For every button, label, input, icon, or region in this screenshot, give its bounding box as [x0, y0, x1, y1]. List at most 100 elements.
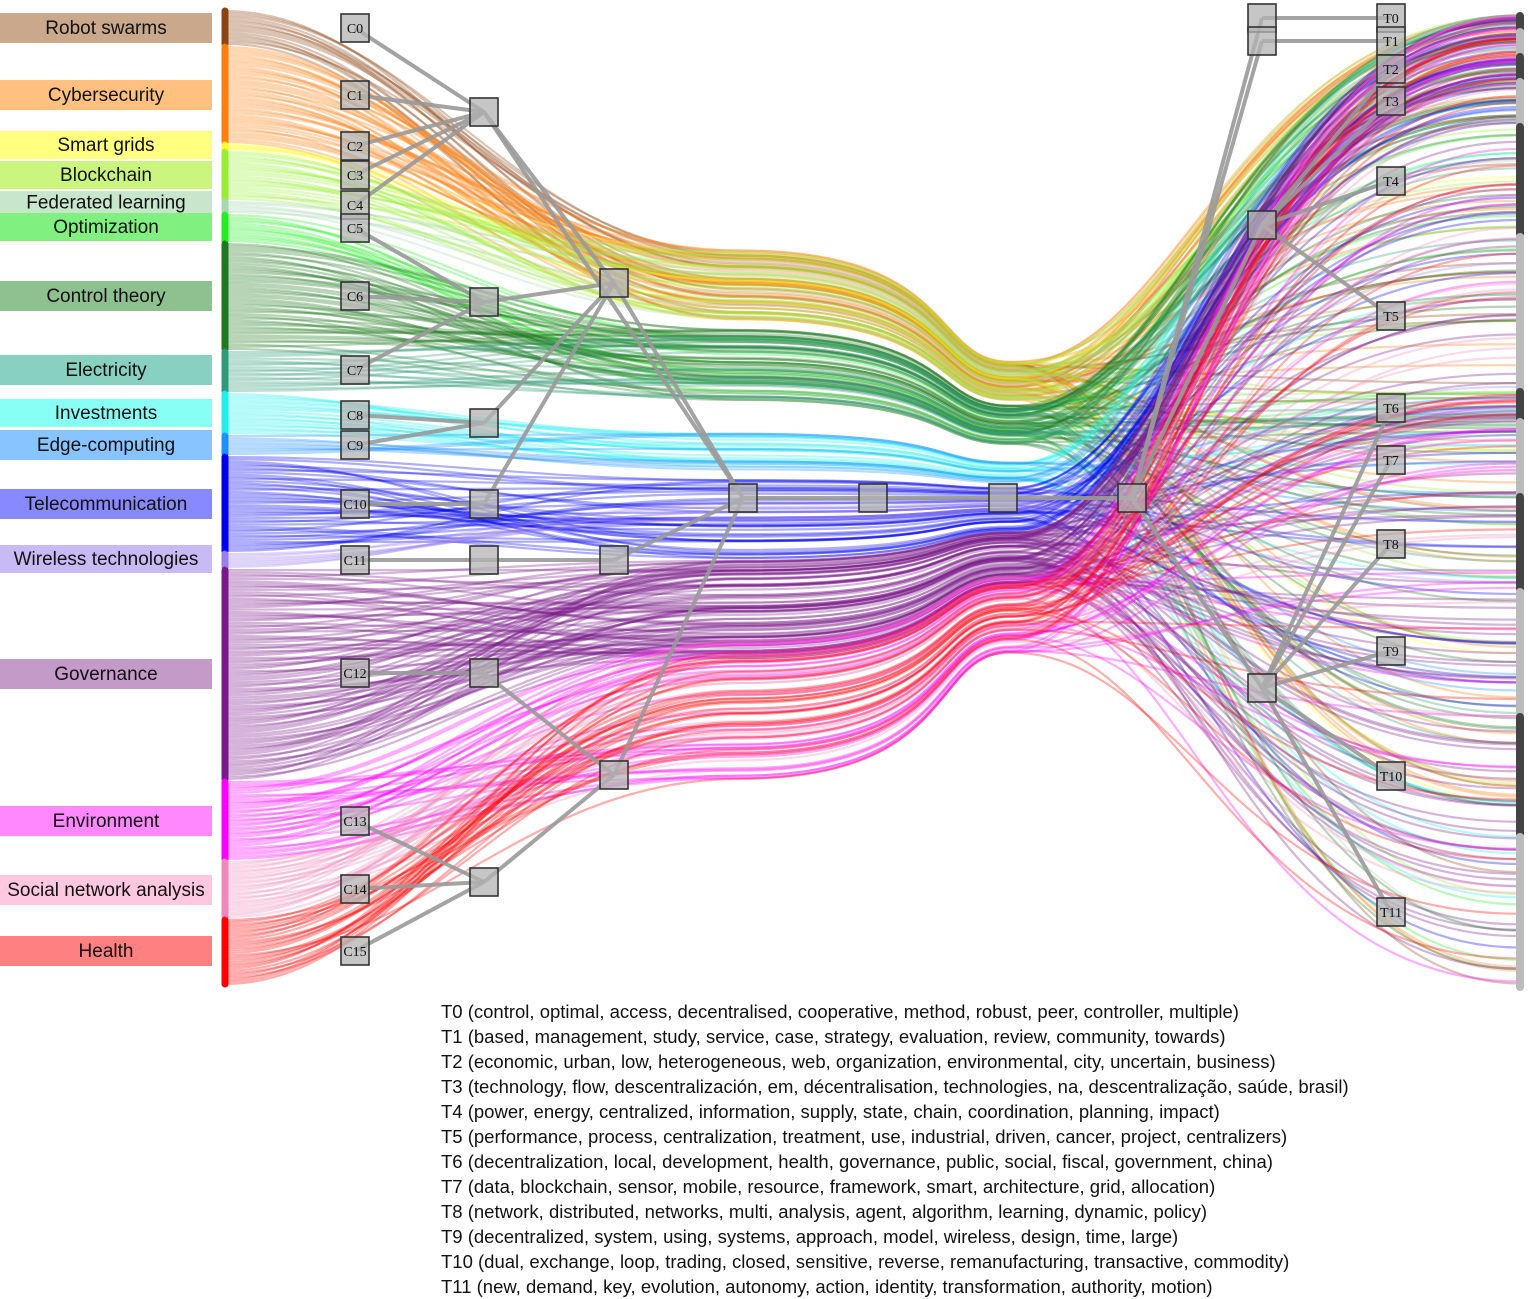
legend-item-t6: T6 (decentralization, local, development… — [441, 1151, 1273, 1172]
flow-line — [224, 462, 1521, 799]
flow-line — [224, 43, 1521, 841]
flow-line — [224, 140, 1521, 484]
flow-line — [224, 414, 1521, 652]
flow-line — [224, 26, 1521, 559]
flow-line — [224, 184, 1521, 401]
tree-edges — [353, 16, 1393, 953]
flow-line — [224, 72, 1521, 371]
flow-line — [224, 59, 1521, 389]
flow-line — [224, 41, 1521, 587]
flow-bundles — [224, 9, 1521, 985]
flow-line — [224, 280, 1521, 832]
category-label: Optimization — [53, 217, 159, 238]
topic-node-label: T5 — [1383, 310, 1399, 325]
topic-node-label: T2 — [1383, 63, 1399, 78]
flow-line — [224, 20, 1521, 418]
tree-edge — [612, 281, 745, 500]
flow-line — [224, 26, 1521, 556]
flow-line — [224, 46, 1521, 386]
category-label-box — [0, 161, 212, 189]
flow-line — [224, 70, 1521, 378]
tree-node — [469, 867, 499, 897]
flow-line — [224, 226, 1521, 899]
tree-edge — [482, 281, 616, 425]
flow-line — [224, 499, 1521, 548]
category-label-box — [0, 355, 212, 385]
flow-line — [224, 187, 1521, 765]
flow-line — [224, 42, 1521, 397]
flow-line — [224, 39, 1521, 387]
flow-line — [224, 445, 1521, 981]
tree-node — [469, 658, 499, 688]
flow-line — [224, 563, 1521, 739]
flow-line — [224, 366, 1521, 436]
flow-line — [224, 103, 1521, 372]
tree-edge — [354, 880, 485, 953]
flow-line — [224, 22, 1521, 622]
tree-edge — [354, 226, 485, 304]
tree-edge — [354, 421, 485, 447]
flow-line — [224, 65, 1521, 968]
flow-line — [224, 56, 1521, 854]
legend-item-t8: T8 (network, distributed, networks, mult… — [441, 1201, 1208, 1222]
tree-node — [599, 268, 629, 298]
flow-line — [224, 446, 1521, 692]
legend-item-t0: T0 (control, optimal, access, decentrali… — [441, 1001, 1239, 1022]
flow-line — [224, 72, 1521, 788]
category-node — [340, 160, 370, 190]
flow-line — [224, 16, 1521, 651]
flow-line — [224, 119, 1521, 910]
flow-line — [224, 433, 1521, 639]
category-node — [340, 80, 370, 110]
flow-line — [224, 73, 1521, 761]
flow-line — [224, 203, 1521, 659]
topic-node — [1376, 393, 1406, 423]
tree-node — [728, 483, 758, 513]
flow-line — [224, 429, 1521, 817]
flow-line — [224, 576, 1521, 875]
flow-line — [224, 586, 1521, 803]
flow-line — [224, 344, 1521, 416]
flow-line — [224, 571, 1521, 808]
flow-line — [224, 109, 1521, 367]
flow-line — [224, 428, 1521, 792]
flow-line — [224, 117, 1521, 609]
flow-line — [224, 337, 1521, 916]
flow-line — [224, 191, 1521, 896]
flow-line — [224, 193, 1521, 430]
flow-line — [224, 356, 1521, 892]
flow-line — [224, 38, 1521, 922]
flow-line — [224, 576, 1521, 897]
flow-line — [224, 460, 1521, 539]
category-node-label: C12 — [343, 667, 366, 682]
flow-line — [224, 330, 1521, 411]
flow-line — [224, 515, 1521, 662]
flow-line — [224, 193, 1521, 644]
topic-node-label: T8 — [1383, 538, 1399, 553]
flow-line — [224, 508, 1521, 645]
flow-line — [224, 393, 1521, 950]
flow-line — [224, 480, 1521, 596]
flow-line — [224, 468, 1521, 834]
flow-line — [224, 129, 1521, 796]
flow-line — [224, 237, 1521, 890]
tree-node — [1247, 673, 1277, 703]
flow-line — [224, 376, 1521, 434]
tree-edge — [354, 110, 485, 177]
category-node — [340, 545, 370, 575]
flow-line — [224, 31, 1521, 381]
flow-line — [224, 50, 1521, 968]
flow-line — [224, 357, 1521, 563]
category-label-box — [0, 131, 212, 159]
flow-line — [224, 87, 1521, 563]
flow-line — [224, 267, 1521, 499]
category-label-box — [0, 875, 212, 905]
topic-node-label: T3 — [1383, 95, 1399, 110]
flow-line — [224, 77, 1521, 417]
flow-line — [224, 88, 1521, 914]
flow-line — [224, 61, 1521, 510]
flow-line — [224, 182, 1521, 977]
tree-node — [599, 760, 629, 790]
flow-line — [224, 559, 1521, 833]
tree-edge — [482, 281, 616, 506]
